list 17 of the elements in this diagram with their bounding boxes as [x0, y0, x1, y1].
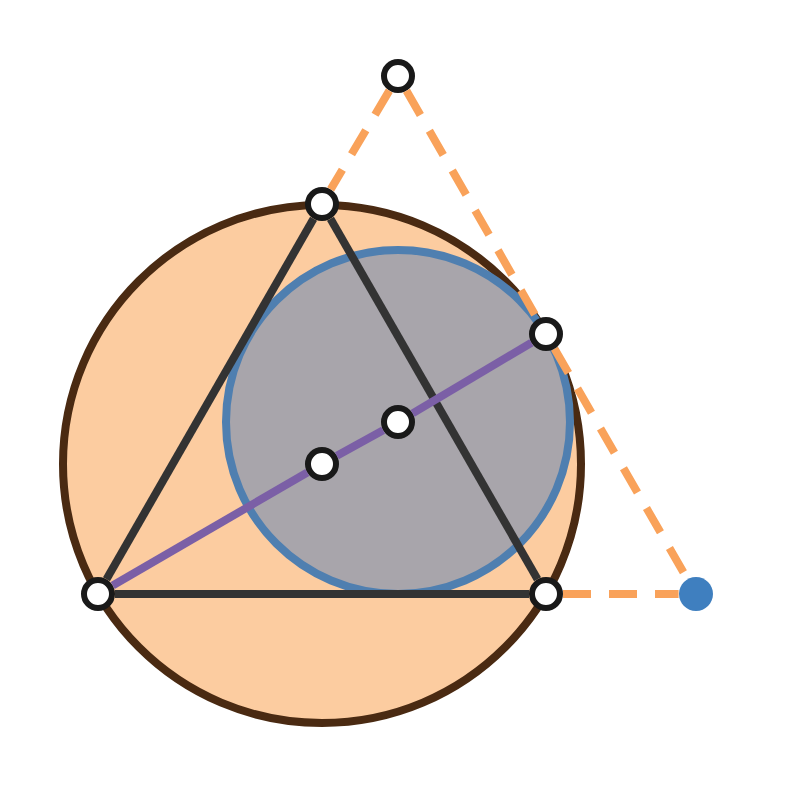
point-marker	[679, 577, 713, 611]
point-marker	[529, 317, 563, 351]
point-marker	[381, 405, 415, 439]
line-segment	[103, 216, 317, 582]
line-segment	[410, 339, 534, 417]
point-marker	[305, 187, 339, 221]
line-segment	[334, 426, 386, 460]
line-segment	[563, 590, 679, 598]
line-segment	[115, 590, 529, 598]
line-segment	[327, 216, 541, 582]
line-segment	[327, 88, 393, 192]
point-marker	[381, 59, 415, 93]
point-marker	[529, 577, 563, 611]
line-segment	[110, 469, 310, 589]
line-segment	[403, 88, 541, 322]
point-marker	[305, 447, 339, 481]
point-marker	[81, 577, 115, 611]
